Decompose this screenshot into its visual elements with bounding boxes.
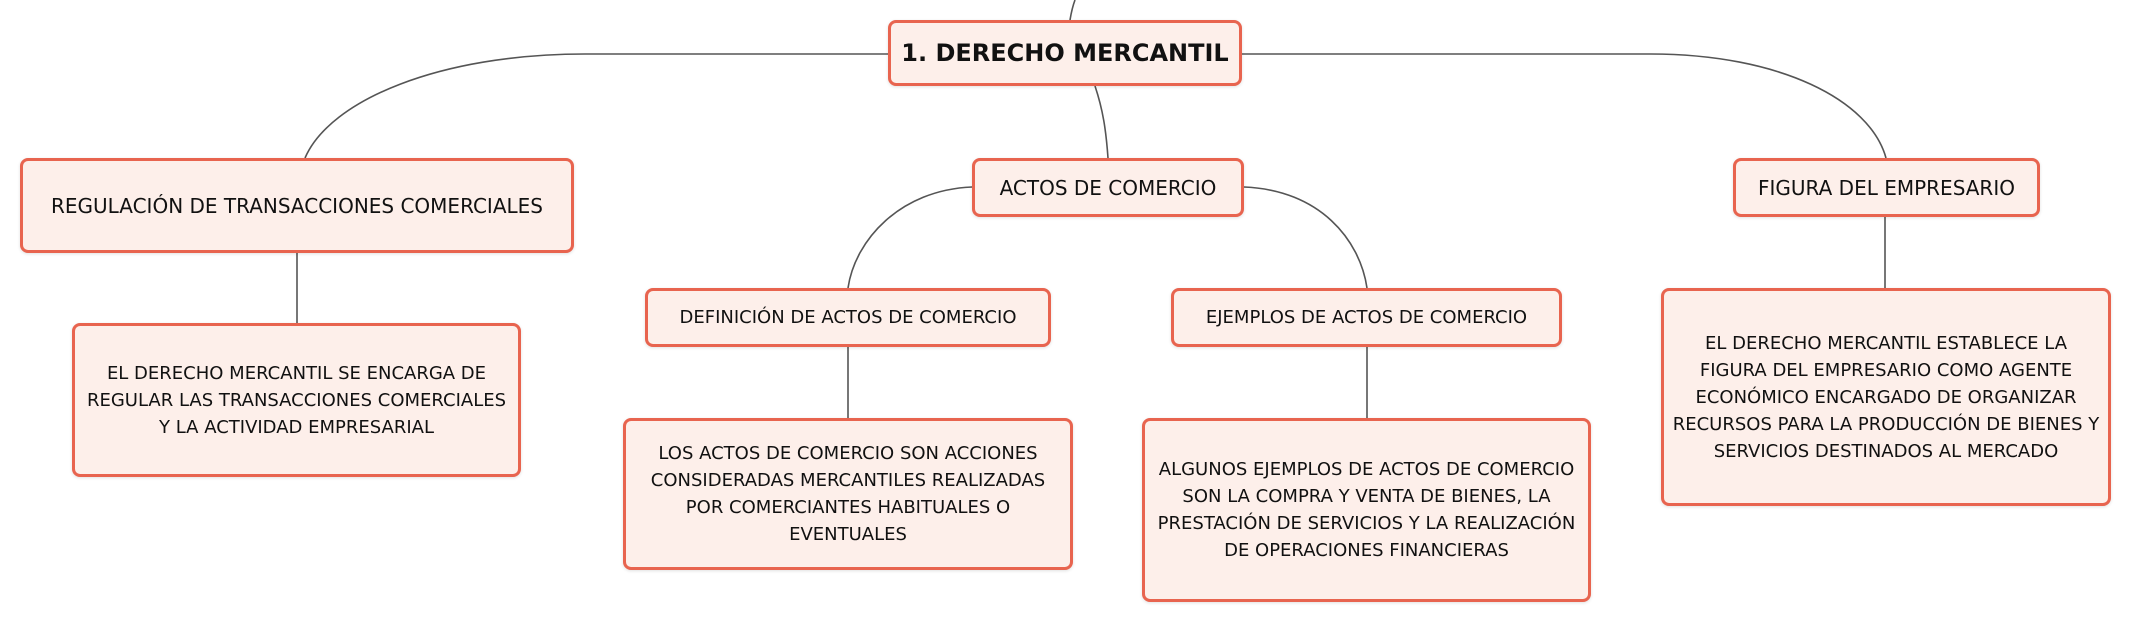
connector-actos-ejemplos (1243, 186, 1368, 289)
connector-root-regulacion (304, 53, 888, 159)
node-definicion-actos[interactable]: DEFINICIÓN DE ACTOS DE COMERCIO (645, 288, 1051, 347)
detail-definicion[interactable]: LOS ACTOS DE COMERCIO SON ACCIONES CONSI… (623, 418, 1073, 570)
node-ejemplos-actos[interactable]: EJEMPLOS DE ACTOS DE COMERCIO (1171, 288, 1562, 347)
node-actos-de-comercio[interactable]: ACTOS DE COMERCIO (972, 158, 1244, 217)
connector-root-parent (1069, 0, 1076, 21)
connector-root-actos (1094, 85, 1109, 159)
node-figura-del-empresario[interactable]: FIGURA DEL EMPRESARIO (1733, 158, 2040, 217)
node-regulacion-transacciones[interactable]: REGULACIÓN DE TRANSACCIONES COMERCIALES (20, 158, 574, 253)
connector-actos-definicion (847, 186, 973, 289)
root-node[interactable]: 1. DERECHO MERCANTIL (888, 20, 1242, 86)
detail-ejemplos[interactable]: ALGUNOS EJEMPLOS DE ACTOS DE COMERCIO SO… (1142, 418, 1591, 602)
connector-root-empresario (1240, 53, 1887, 159)
detail-empresario[interactable]: EL DERECHO MERCANTIL ESTABLECE LA FIGURA… (1661, 288, 2111, 506)
detail-regulacion[interactable]: EL DERECHO MERCANTIL SE ENCARGA DE REGUL… (72, 323, 521, 477)
